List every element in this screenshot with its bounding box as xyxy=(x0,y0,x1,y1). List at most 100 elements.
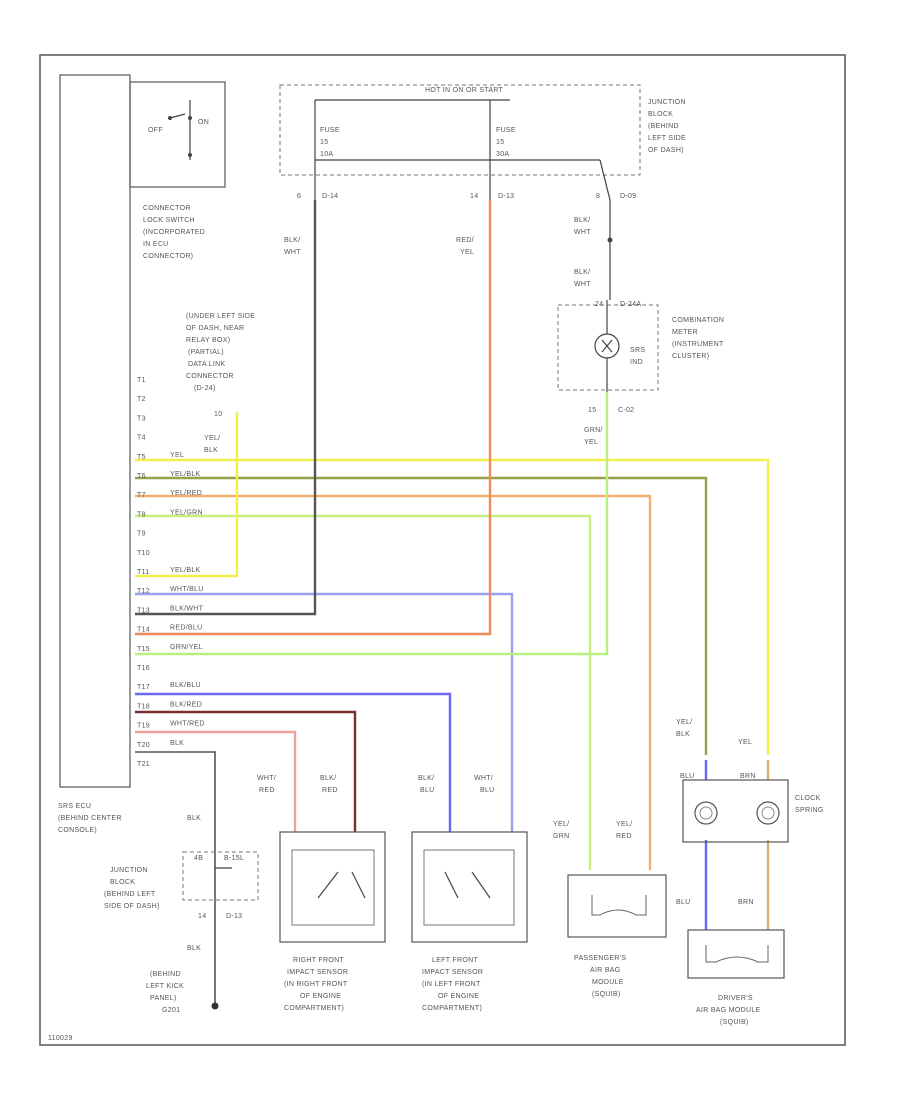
driver-blu: BLU xyxy=(676,899,691,906)
svg-text:AIR BAG MODULE: AIR BAG MODULE xyxy=(696,1007,761,1014)
top-pin-labels: 6 D-14 14 D-13 8 D-09 xyxy=(297,193,636,200)
ecu-wire-label: YEL/BLK xyxy=(170,471,201,478)
wiring xyxy=(135,200,770,1005)
jb-bottom-conn-a: B-15L xyxy=(224,855,244,862)
clock-spring-wire-a: YEL/ BLK xyxy=(676,719,692,738)
svg-text:OF ENGINE: OF ENGINE xyxy=(300,993,341,1000)
svg-text:COMPARTMENT): COMPARTMENT) xyxy=(422,1005,482,1012)
ecu-wire-label: GRN/YEL xyxy=(170,644,203,651)
svg-text:RED: RED xyxy=(259,787,275,794)
svg-text:BLK/: BLK/ xyxy=(284,237,300,244)
ecu-pin-t7: T7 xyxy=(137,492,146,499)
lock-switch: OFF ON xyxy=(129,81,226,188)
svg-text:14: 14 xyxy=(470,193,478,200)
svg-text:SIDE OF DASH): SIDE OF DASH) xyxy=(104,903,160,910)
ecu-pin-t16: T16 xyxy=(137,665,150,672)
ecu-wire-label: YEL xyxy=(170,452,184,459)
passenger-wire-a: YEL/ GRN xyxy=(553,821,569,840)
ground-label: (BEHIND LEFT KICK PANEL) G201 xyxy=(146,971,184,1014)
srs-ind-label: SRS IND xyxy=(630,347,645,366)
svg-text:YEL: YEL xyxy=(584,439,598,446)
ecu-wire-label: BLK/RED xyxy=(170,701,202,708)
wire-yel-red xyxy=(135,494,652,870)
svg-text:IMPACT SENSOR: IMPACT SENSOR xyxy=(287,969,348,976)
wire-grn-yel xyxy=(135,392,609,656)
hot-label: HOT IN ON OR START xyxy=(425,87,504,94)
ecu-wire-label: YEL/GRN xyxy=(170,509,203,516)
svg-text:GRN/: GRN/ xyxy=(584,427,603,434)
svg-text:WHT: WHT xyxy=(574,229,591,236)
svg-text:30A: 30A xyxy=(496,151,509,158)
svg-text:OF DASH): OF DASH) xyxy=(648,147,684,154)
svg-text:IN ECU: IN ECU xyxy=(143,241,169,248)
ecu-wire-label: BLK xyxy=(170,740,184,747)
svg-text:WHT: WHT xyxy=(284,249,301,256)
svg-text:BLOCK: BLOCK xyxy=(648,111,673,118)
ecu-wire-label: RED/BLU xyxy=(170,625,202,632)
ecu-pin-t19: T19 xyxy=(137,723,150,730)
svg-text:DRIVER'S: DRIVER'S xyxy=(718,995,753,1002)
ecu-pin-t13: T13 xyxy=(137,607,150,614)
svg-text:YEL/: YEL/ xyxy=(204,435,220,442)
wire-yel xyxy=(135,458,770,755)
ecu-pin-t21: T21 xyxy=(137,761,150,768)
svg-text:(IN RIGHT FRONT: (IN RIGHT FRONT xyxy=(284,981,348,988)
ecu-pin-t14: T14 xyxy=(137,627,150,634)
svg-text:CLUSTER): CLUSTER) xyxy=(672,353,709,360)
svg-text:YEL/: YEL/ xyxy=(553,821,569,828)
jb-bottom-pin-a: 4B xyxy=(194,855,203,862)
svg-text:FUSE: FUSE xyxy=(320,127,340,134)
svg-text:JUNCTION: JUNCTION xyxy=(110,867,148,874)
svg-text:(INCORPORATED: (INCORPORATED xyxy=(143,229,205,236)
junction-block-bottom xyxy=(182,851,259,901)
svg-text:RED/: RED/ xyxy=(456,237,474,244)
svg-text:YEL/: YEL/ xyxy=(676,719,692,726)
driver-module-label: DRIVER'S AIR BAG MODULE (SQUIB) xyxy=(696,995,761,1026)
ecu-pin-t1: T1 xyxy=(137,377,146,384)
data-link-connector-label: (UNDER LEFT SIDE OF DASH, NEAR RELAY BOX… xyxy=(186,313,255,392)
driver-brn: BRN xyxy=(738,899,754,906)
svg-text:(BEHIND: (BEHIND xyxy=(648,123,679,130)
combination-meter-box xyxy=(557,304,659,391)
wire-label-grn-yel: GRN/ YEL xyxy=(584,427,603,446)
ecu-pin-t10: T10 xyxy=(137,550,150,557)
diagram-frame xyxy=(39,54,846,1046)
junction-block-bottom-label: JUNCTION BLOCK (BEHIND LEFT SIDE OF DASH… xyxy=(104,867,160,910)
passenger-module-box xyxy=(567,874,667,938)
ecu-pin-t8: T8 xyxy=(137,511,146,518)
ground-point xyxy=(211,1002,219,1010)
left-sensor-wire-a: BLK/ BLU xyxy=(418,775,435,794)
combination-meter-label: COMBINATION METER (INSTRUMENT CLUSTER) xyxy=(672,317,724,360)
svg-text:PANEL): PANEL) xyxy=(150,995,177,1002)
dlc-pin: 10 xyxy=(214,411,222,418)
svg-text:CONSOLE): CONSOLE) xyxy=(58,827,97,834)
ecu-pin-t18: T18 xyxy=(137,703,150,710)
passenger-wire-b: YEL/ RED xyxy=(616,821,632,840)
wire-blk-red xyxy=(135,710,357,832)
ecu-wire-label: BLK/BLU xyxy=(170,682,201,689)
wire-label-blk-wht-3: BLK/ WHT xyxy=(574,269,591,288)
svg-text:(BEHIND: (BEHIND xyxy=(150,971,181,978)
connector-lock-label: CONNECTOR LOCK SWITCH (INCORPORATED IN E… xyxy=(143,205,205,260)
svg-text:BLU: BLU xyxy=(420,787,435,794)
right-sensor-wire-a: WHT/ RED xyxy=(257,775,276,794)
fuse-2: FUSE 15 30A xyxy=(496,127,516,158)
svg-text:RED: RED xyxy=(322,787,338,794)
svg-text:SRS: SRS xyxy=(630,347,645,354)
ecu-wire-label: BLK/WHT xyxy=(170,605,204,612)
svg-text:BLK/: BLK/ xyxy=(320,775,336,782)
passenger-module-label: PASSENGER'S AIR BAG MODULE (SQUIB) xyxy=(574,955,626,998)
svg-text:(BEHIND CENTER: (BEHIND CENTER xyxy=(58,815,122,822)
jb-bottom-conn-b: D-13 xyxy=(226,913,242,920)
wire-blk-wht xyxy=(135,200,317,616)
wire-yel-grn xyxy=(135,514,592,870)
clock-spring-brn: BRN xyxy=(740,773,756,780)
wire-label-red-yel: RED/ YEL xyxy=(456,237,474,256)
wire-blk-blu xyxy=(135,692,452,832)
wire-wht-red xyxy=(135,730,297,832)
ecu-pin-t12: T12 xyxy=(137,588,150,595)
svg-text:BLK: BLK xyxy=(676,731,690,738)
svg-text:LEFT SIDE: LEFT SIDE xyxy=(648,135,686,142)
svg-text:OF DASH, NEAR: OF DASH, NEAR xyxy=(186,325,244,332)
